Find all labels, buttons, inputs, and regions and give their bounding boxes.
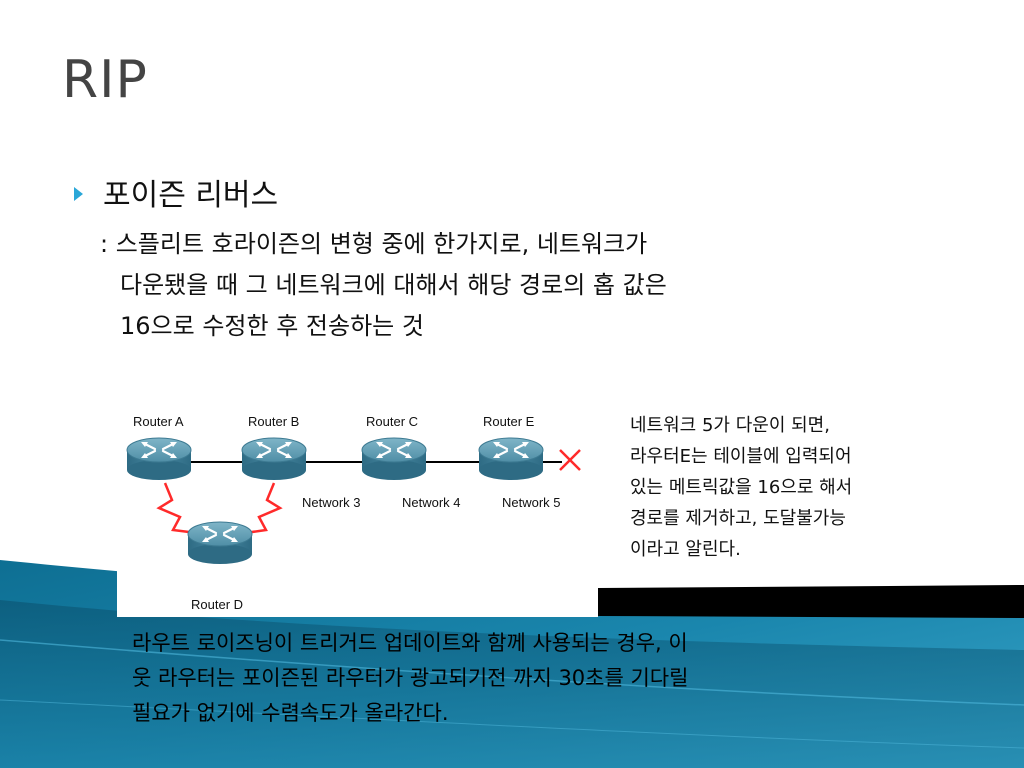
router-icon	[186, 520, 254, 566]
router-icon	[360, 436, 428, 482]
description-line: 다운됐을 때 그 네트워크에 대해서 해당 경로의 홉 값은	[120, 271, 667, 299]
serial-link-icon	[156, 482, 198, 535]
bottom-note-line: 필요가 없기에 수렴속도가 올라간다.	[132, 701, 449, 725]
bottom-note: 라우트 로이즈닝이 트리거드 업데이트와 함께 사용되는 경우, 이 웃 라우터…	[132, 626, 892, 731]
side-note-line: 네트워크 5가 다운이 되면,	[630, 415, 830, 436]
router-icon	[125, 436, 193, 482]
side-note-line: 있는 메트릭값을 16으로 해서	[630, 477, 853, 498]
description-line: 16으로 수정한 후 전송하는 것	[120, 312, 424, 340]
network-diagram: Router A Router B Router C Router E Rout…	[117, 405, 598, 617]
serial-link-icon	[244, 482, 283, 535]
description-line: : 스플리트 호라이즌의 변형 중에 한가지로, 네트워크가	[100, 230, 648, 258]
router-label: Router C	[366, 414, 418, 429]
side-note-line: 경로를 제거하고, 도달불가능	[630, 508, 846, 529]
bullet-item: 포이즌 리버스	[74, 170, 278, 214]
slide-title: RIP	[62, 50, 148, 110]
network-label: Network 4	[402, 495, 461, 510]
side-note-line: 이라고 알린다.	[630, 539, 741, 560]
router-label: Router E	[483, 414, 535, 429]
network-label: Network 3	[302, 495, 361, 510]
router-icon	[240, 436, 308, 482]
bottom-note-line: 라우트 로이즈닝이 트리거드 업데이트와 함께 사용되는 경우, 이	[132, 631, 688, 655]
bottom-note-line: 웃 라우터는 포이즌된 라우터가 광고되기전 까지 30초를 기다릴	[132, 666, 689, 690]
side-note: 네트워크 5가 다운이 되면, 라우터E는 테이블에 입력되어 있는 메트릭값을…	[630, 410, 950, 565]
router-icon	[477, 436, 545, 482]
description: : 스플리트 호라이즌의 변형 중에 한가지로, 네트워크가 다운됐을 때 그 …	[100, 224, 860, 347]
side-note-line: 라우터E는 테이블에 입력되어	[630, 446, 852, 467]
network-label: Network 5	[502, 495, 561, 510]
bullet-text: 포이즌 리버스	[103, 178, 279, 213]
router-label: Router A	[133, 414, 184, 429]
network-diagram-svg: Router A Router B Router C Router E Rout…	[125, 414, 581, 612]
router-label: Router D	[191, 597, 243, 612]
link-down-x-icon	[559, 449, 581, 471]
bullet-arrow-icon	[74, 187, 83, 201]
router-label: Router B	[248, 414, 299, 429]
